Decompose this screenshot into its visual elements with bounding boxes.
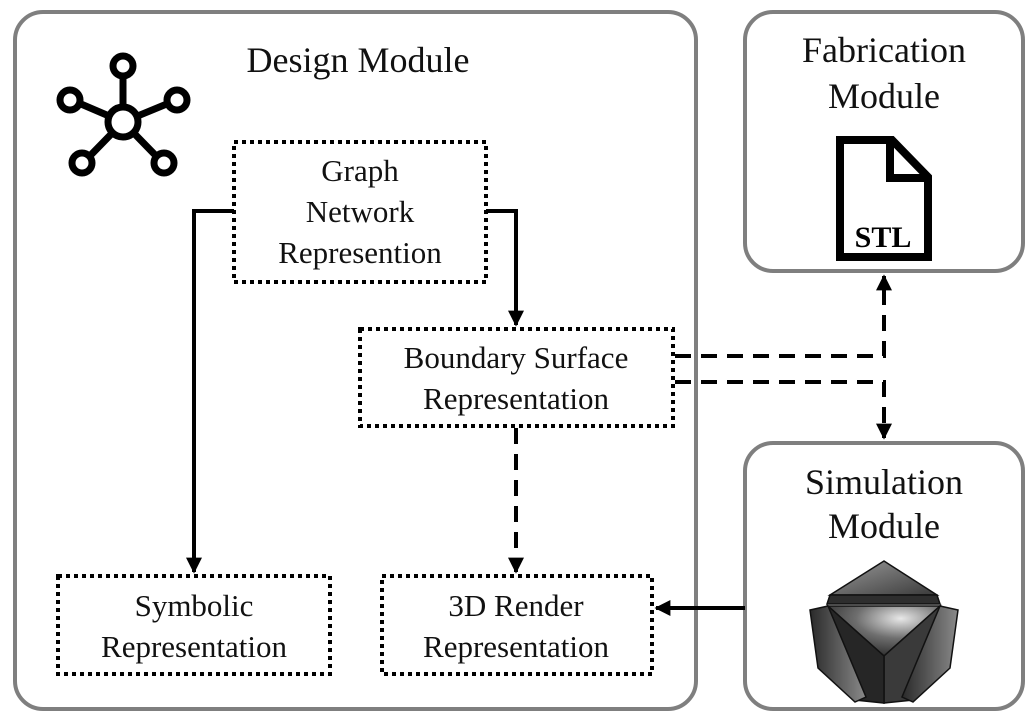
stl-label: STL [855, 221, 912, 254]
boundary-surface-representation-box [358, 327, 675, 428]
graph-rep-line3: Represention [278, 235, 442, 270]
arrow-graph-to-symbolic [186, 209, 234, 574]
simulation-module-title-line2: Module [828, 506, 940, 546]
arrow-boundary-to-simulation [675, 380, 892, 440]
3d-render-representation-box [380, 574, 654, 676]
3d-polyhedron-icon [809, 560, 959, 704]
boundary-rep-line1: Boundary Surface [404, 340, 629, 375]
render-rep-line1: 3D Render [448, 588, 584, 623]
arrow-graph-to-boundary [486, 209, 524, 327]
fabrication-module-title-line2: Module [828, 76, 940, 116]
render-rep-line2: Representation [423, 629, 609, 664]
graph-network-icon [56, 52, 191, 177]
design-module-container [13, 10, 698, 711]
design-module-title: Design Module [247, 40, 470, 80]
symbolic-representation-box [56, 574, 332, 676]
simulation-module-title-line1: Simulation [805, 462, 963, 502]
graph-rep-line1: Graph [321, 153, 399, 188]
boundary-rep-line2: Representation [423, 381, 609, 416]
graph-rep-line2: Network [306, 194, 415, 229]
arrow-boundary-to-fabrication [675, 274, 892, 358]
symbolic-rep-line2: Representation [101, 629, 287, 664]
stl-file-icon: STL [836, 136, 932, 261]
symbolic-rep-line1: Symbolic [135, 588, 254, 623]
fabrication-module-title-line1: Fabrication [802, 30, 966, 70]
